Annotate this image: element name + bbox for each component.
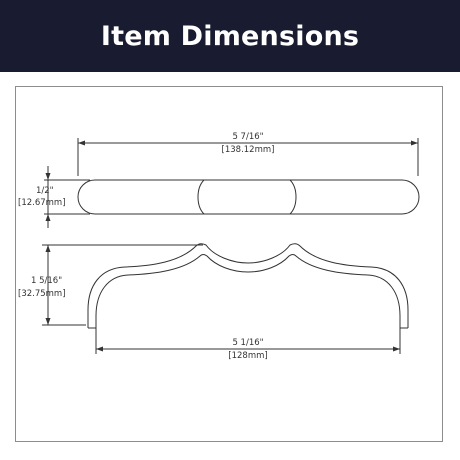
page-title: Item Dimensions xyxy=(100,20,360,52)
handle-top-view xyxy=(77,179,420,215)
arrowhead-thickness-top xyxy=(45,173,51,180)
arrowhead-thickness-bottom xyxy=(45,214,51,221)
overall-length-metric: [138.12mm] xyxy=(222,145,275,155)
handle-side-view-inner xyxy=(95,254,401,328)
handle-top-center-line-left xyxy=(197,179,205,215)
center-to-center-fraction: 5 1/16" xyxy=(232,338,263,348)
projection-fraction: 1 5/16" xyxy=(31,276,62,286)
thickness-metric: [12.67mm] xyxy=(18,198,66,208)
arrowhead-length-right xyxy=(411,140,418,146)
thickness-fraction: 1/2" xyxy=(36,186,54,196)
diagram-frame xyxy=(15,86,443,442)
header-banner: Item Dimensions xyxy=(0,0,460,72)
projection-metric: [32.75mm] xyxy=(18,289,66,299)
overall-length-fraction: 5 7/16" xyxy=(232,132,263,142)
center-to-center-metric: [128mm] xyxy=(228,351,267,361)
arrowhead-length-left xyxy=(78,140,85,146)
arrowhead-c2c-left xyxy=(96,346,103,352)
arrowhead-c2c-right xyxy=(393,346,400,352)
arrowhead-projection-bottom xyxy=(45,318,51,325)
handle-side-view-outer xyxy=(87,243,409,328)
handle-top-center-line-right xyxy=(289,179,297,215)
arrowhead-projection-top xyxy=(45,245,51,252)
